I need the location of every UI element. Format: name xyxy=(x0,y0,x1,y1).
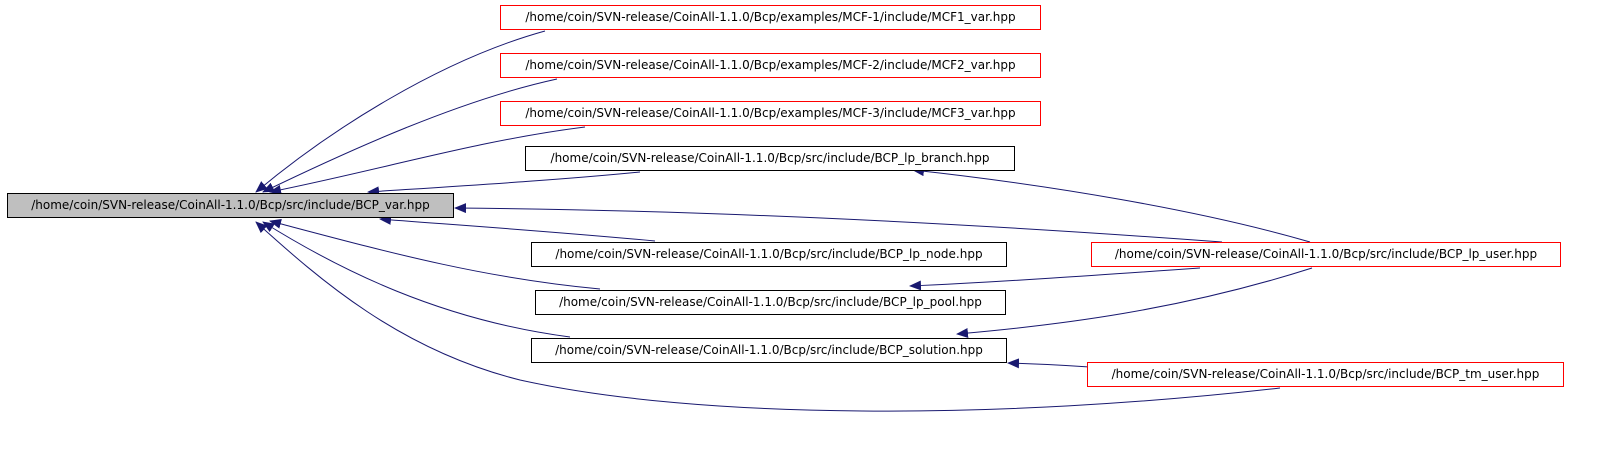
edge-tm-user-root xyxy=(255,221,1281,412)
edge-lp-branch-root xyxy=(367,171,641,197)
edge-mcf1-root xyxy=(255,30,546,193)
node-bcp-lp-node[interactable]: /home/coin/SVN-release/CoinAll-1.1.0/Bcp… xyxy=(531,242,1007,267)
edge-lp-user-lp-branch xyxy=(912,166,1311,243)
edge-lp-user-lp-pool xyxy=(909,267,1201,291)
edge-lp-user-solution xyxy=(956,267,1313,339)
node-bcp-var: /home/coin/SVN-release/CoinAll-1.1.0/Bcp… xyxy=(7,193,454,218)
node-bcp-tm-user[interactable]: /home/coin/SVN-release/CoinAll-1.1.0/Bcp… xyxy=(1087,362,1564,387)
edge-lp-user-root xyxy=(454,203,1223,243)
edge-solution-root xyxy=(262,221,571,338)
node-mcf2-var[interactable]: /home/coin/SVN-release/CoinAll-1.1.0/Bcp… xyxy=(500,53,1041,78)
node-bcp-lp-user[interactable]: /home/coin/SVN-release/CoinAll-1.1.0/Bcp… xyxy=(1091,242,1561,267)
edge-mcf3-root xyxy=(269,126,586,195)
edge-lp-node-root xyxy=(379,214,656,242)
node-bcp-solution[interactable]: /home/coin/SVN-release/CoinAll-1.1.0/Bcp… xyxy=(531,338,1007,363)
edge-lp-pool-root xyxy=(269,218,601,290)
node-bcp-lp-branch[interactable]: /home/coin/SVN-release/CoinAll-1.1.0/Bcp… xyxy=(525,146,1015,171)
node-mcf3-var[interactable]: /home/coin/SVN-release/CoinAll-1.1.0/Bcp… xyxy=(500,101,1041,126)
node-mcf1-var[interactable]: /home/coin/SVN-release/CoinAll-1.1.0/Bcp… xyxy=(500,5,1041,30)
edge-mcf2-root xyxy=(262,78,558,193)
node-bcp-lp-pool[interactable]: /home/coin/SVN-release/CoinAll-1.1.0/Bcp… xyxy=(535,290,1006,315)
